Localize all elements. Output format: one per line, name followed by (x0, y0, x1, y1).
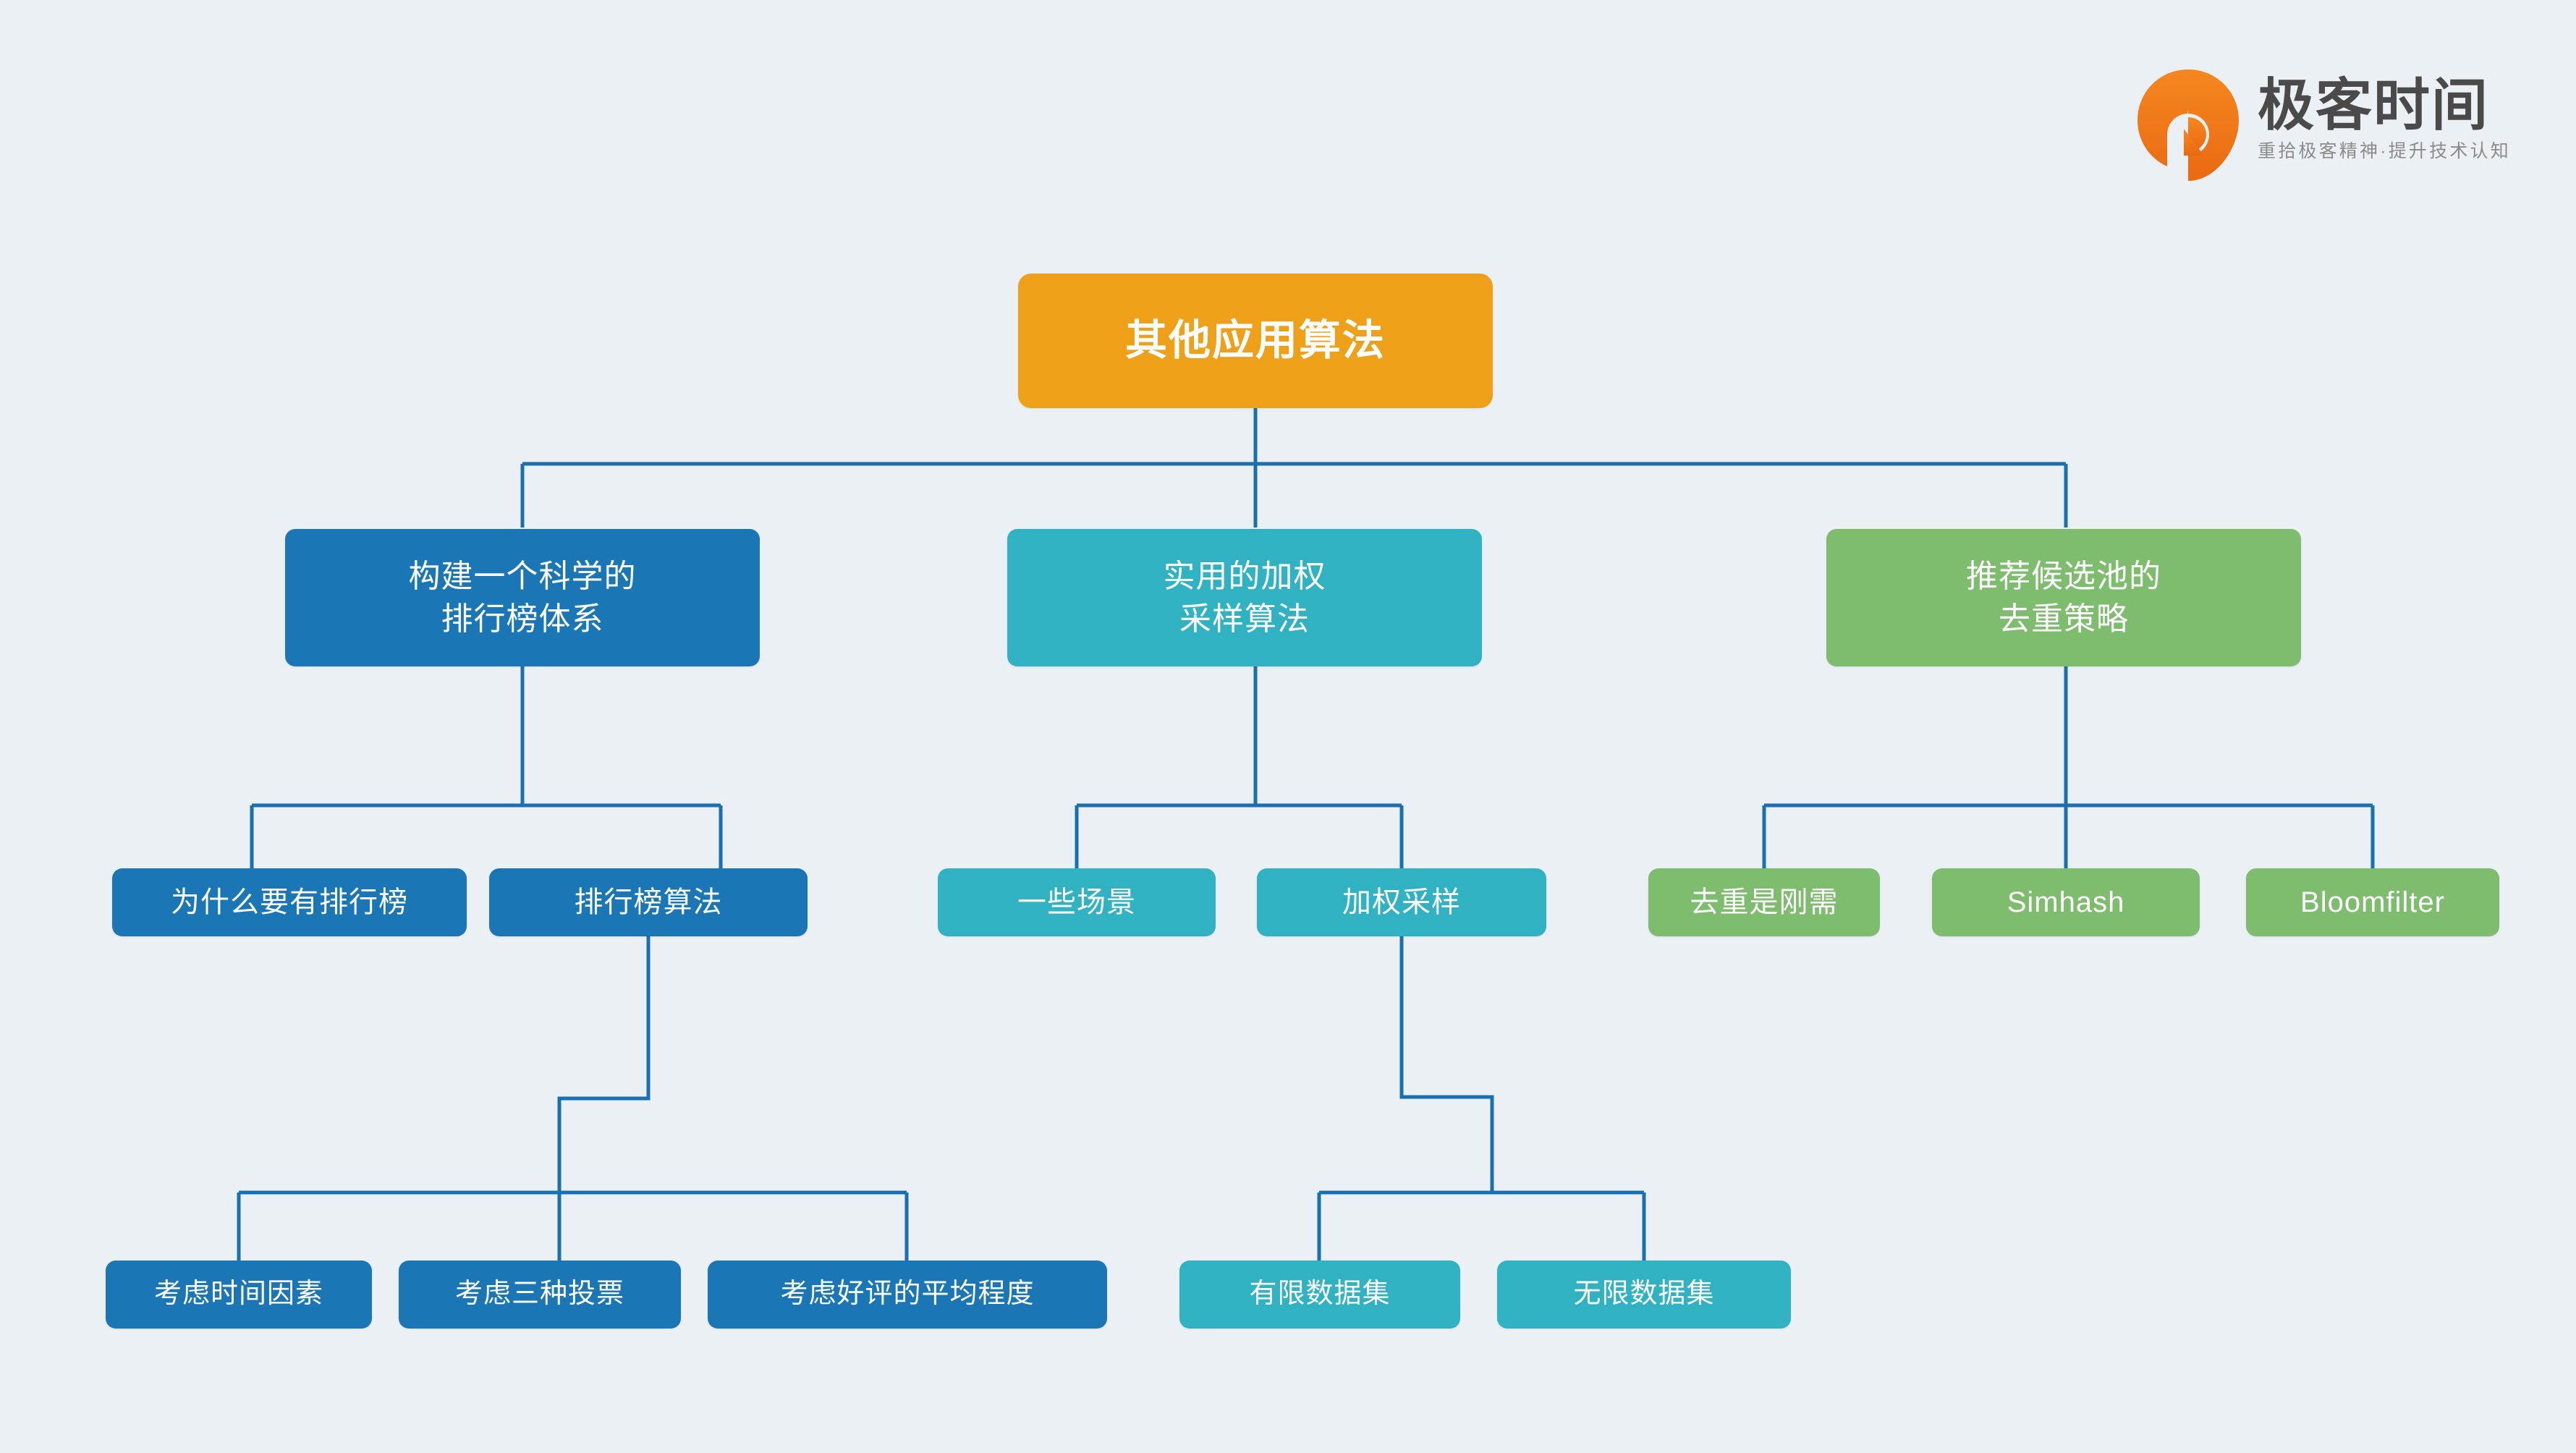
geektime-ring-arrow-logo-icon (2133, 65, 2243, 185)
brand-title: 极客时间 (2258, 73, 2490, 137)
node-why-leaderboard[interactable]: 为什么要有排行榜 (112, 868, 467, 936)
node-root[interactable]: 其他应用算法 (1018, 274, 1493, 408)
node-some-scenarios[interactable]: 一些场景 (938, 868, 1216, 936)
node-branch-2[interactable]: 实用的加权 采样算法 (1007, 529, 1482, 666)
brand-text: 极客时间 重拾极客精神·提升技术认知 (2258, 64, 2511, 162)
node-infinite-dataset[interactable]: 无限数据集 (1497, 1261, 1791, 1329)
node-simhash[interactable]: Simhash (1932, 868, 2200, 936)
node-finite-dataset[interactable]: 有限数据集 (1179, 1261, 1460, 1329)
node-bloomfilter[interactable]: Bloomfilter (2246, 868, 2499, 936)
link-weighted-jog (1399, 936, 1494, 1193)
node-leaderboard-algorithm[interactable]: 排行榜算法 (489, 868, 808, 936)
link-rank-algo-jog (557, 936, 651, 1193)
node-branch-1[interactable]: 构建一个科学的 排行榜体系 (285, 529, 760, 666)
brand-tagline: 重拾极客精神·提升技术认知 (2258, 141, 2511, 161)
node-branch-3[interactable]: 推荐候选池的 去重策略 (1826, 529, 2301, 666)
node-weighted-sampling[interactable]: 加权采样 (1257, 868, 1546, 936)
node-consider-average-praise[interactable]: 考虑好评的平均程度 (708, 1261, 1107, 1329)
node-dedup-is-essential[interactable]: 去重是刚需 (1648, 868, 1880, 936)
node-consider-three-votes[interactable]: 考虑三种投票 (399, 1261, 681, 1329)
brand-logo: 极客时间 重拾极客精神·提升技术认知 (2133, 64, 2509, 194)
node-consider-time-factor[interactable]: 考虑时间因素 (106, 1261, 372, 1329)
